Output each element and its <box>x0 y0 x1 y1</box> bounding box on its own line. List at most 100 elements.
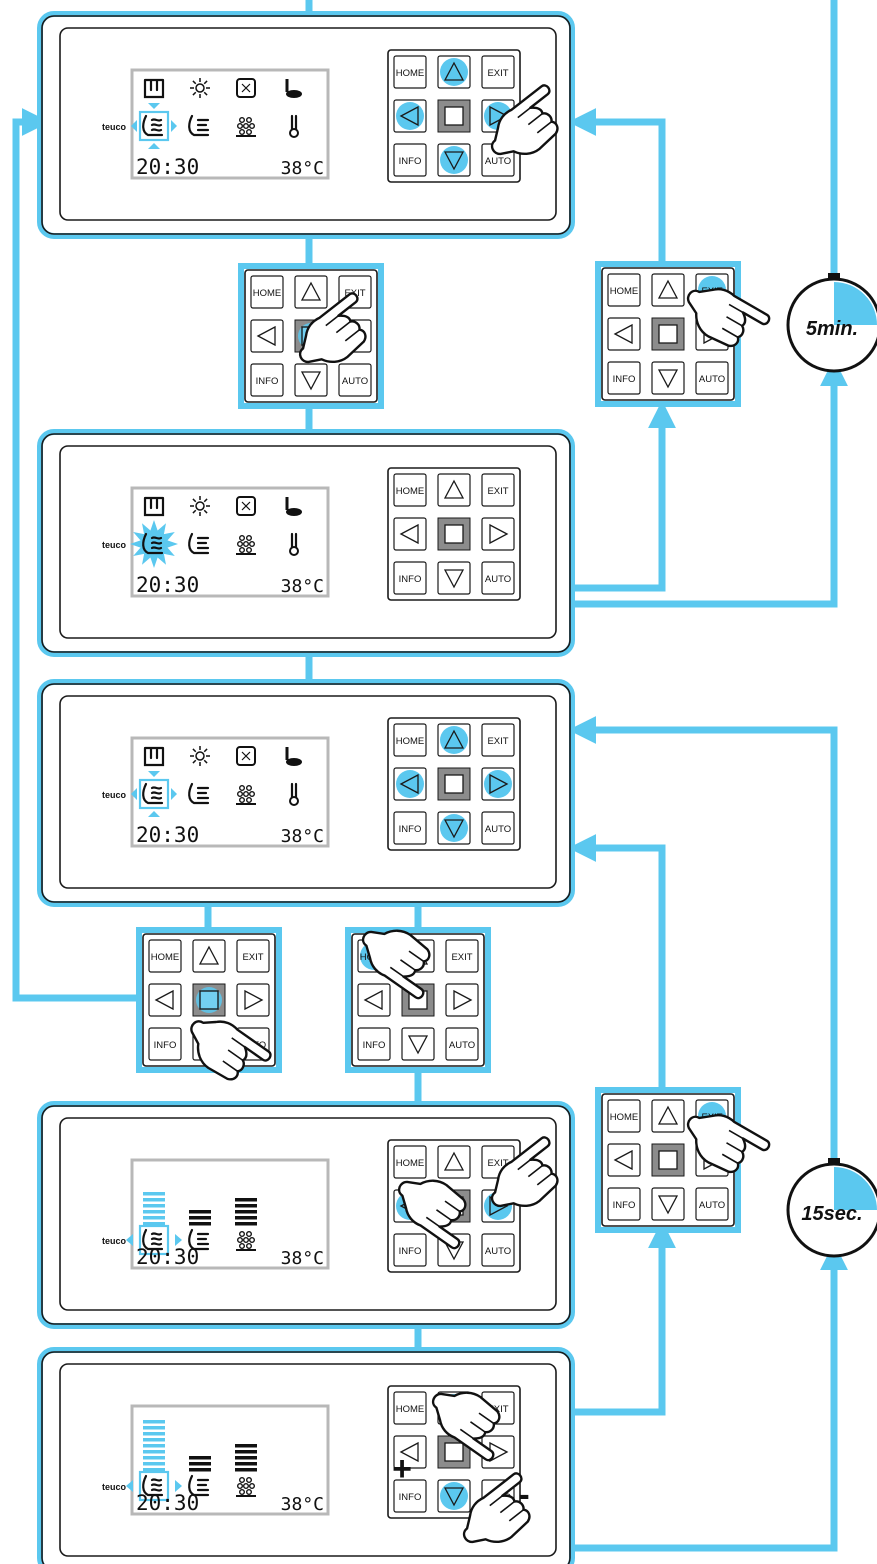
auto-button-label: AUTO <box>342 376 368 387</box>
icon-path <box>143 78 165 99</box>
icon-path <box>195 83 205 93</box>
ok-button[interactable] <box>437 517 471 551</box>
exit-button[interactable]: EXIT <box>236 939 270 973</box>
home-button[interactable]: HOME <box>607 273 641 307</box>
home-button[interactable]: HOME <box>148 939 182 973</box>
right-indicator-icon <box>171 788 177 800</box>
left-button[interactable] <box>250 319 284 353</box>
right-button[interactable] <box>445 983 479 1017</box>
pointer-hand-5 <box>361 929 431 1000</box>
down-button[interactable] <box>401 1027 435 1061</box>
ok-button[interactable] <box>437 99 471 133</box>
auto-button[interactable]: AUTO <box>338 363 372 397</box>
up-button[interactable] <box>192 939 226 973</box>
left-button[interactable] <box>393 99 427 133</box>
left-button[interactable] <box>393 1435 427 1469</box>
auto-button[interactable]: AUTO <box>445 1027 479 1061</box>
icon-path <box>290 114 298 131</box>
exit-button-face <box>481 723 515 757</box>
left-triangle-icon <box>399 523 419 545</box>
exit-button[interactable]: EXIT <box>481 473 515 507</box>
down-button[interactable] <box>437 811 471 845</box>
icon-path <box>195 751 205 761</box>
ok-button[interactable] <box>437 767 471 801</box>
home-button[interactable]: HOME <box>607 1099 641 1133</box>
icon-path <box>249 541 255 547</box>
left-button[interactable] <box>393 767 427 801</box>
icon-path <box>286 90 302 98</box>
icon-path <box>238 1230 245 1237</box>
up-button[interactable] <box>294 275 328 309</box>
info-button[interactable]: INFO <box>393 561 427 595</box>
home-button[interactable]: HOME <box>393 473 427 507</box>
exit-button[interactable]: EXIT <box>481 55 515 89</box>
down-triangle-icon <box>443 1487 465 1507</box>
left-button[interactable] <box>393 517 427 551</box>
right-button[interactable] <box>481 767 515 801</box>
down-button[interactable] <box>437 143 471 177</box>
press-highlight <box>440 58 468 86</box>
left-button[interactable] <box>607 317 641 351</box>
exit-button[interactable]: EXIT <box>445 939 479 973</box>
exit-button-label: EXIT <box>242 952 263 963</box>
left-button[interactable] <box>357 983 391 1017</box>
left-button[interactable] <box>607 1143 641 1177</box>
up-button[interactable] <box>651 273 685 307</box>
auto-button[interactable]: AUTO <box>481 811 515 845</box>
home-button[interactable]: HOME <box>393 1391 427 1425</box>
info-button[interactable]: INFO <box>357 1027 391 1061</box>
info-button[interactable]: INFO <box>393 811 427 845</box>
ok-button[interactable] <box>651 317 685 351</box>
down-button[interactable] <box>294 363 328 397</box>
home-button[interactable]: HOME <box>393 723 427 757</box>
right-button[interactable] <box>236 983 270 1017</box>
home-button[interactable]: HOME <box>250 275 284 309</box>
exit-button[interactable]: EXIT <box>481 723 515 757</box>
square-icon <box>199 990 219 1010</box>
hand-finger-lines <box>489 1495 524 1522</box>
down-button[interactable] <box>437 1479 471 1513</box>
down-button[interactable] <box>651 1187 685 1221</box>
info-button[interactable]: INFO <box>148 1027 182 1061</box>
brand-label: teuco <box>102 540 127 550</box>
info-button[interactable]: INFO <box>393 1233 427 1267</box>
timer-1: 15sec. <box>786 1158 877 1258</box>
pointer-hand-2 <box>298 292 367 364</box>
auto-button[interactable]: AUTO <box>481 1233 515 1267</box>
icon-path <box>246 534 252 541</box>
up-button[interactable] <box>437 55 471 89</box>
icon-path <box>246 1489 252 1495</box>
home-button[interactable]: HOME <box>393 55 427 89</box>
ok-button[interactable] <box>192 983 226 1017</box>
right-button[interactable] <box>481 517 515 551</box>
down-button[interactable] <box>437 561 471 595</box>
info-button[interactable]: INFO <box>393 1479 427 1513</box>
up-button[interactable] <box>437 723 471 757</box>
left-button[interactable] <box>148 983 182 1017</box>
auto-button[interactable]: AUTO <box>695 361 729 395</box>
info-button[interactable]: INFO <box>250 363 284 397</box>
ok-button[interactable] <box>651 1143 685 1177</box>
up-button[interactable] <box>437 1145 471 1179</box>
auto-button[interactable]: AUTO <box>695 1187 729 1221</box>
icon-path <box>246 1243 252 1249</box>
info-button-face <box>607 1187 641 1221</box>
info-button[interactable]: INFO <box>607 361 641 395</box>
info-button[interactable]: INFO <box>607 1187 641 1221</box>
light-icon <box>190 78 210 98</box>
right-indicator-icon <box>171 120 177 132</box>
up-button[interactable] <box>651 1099 685 1133</box>
exit-button-label: EXIT <box>487 736 508 747</box>
info-button-face <box>250 363 284 397</box>
down-button[interactable] <box>651 361 685 395</box>
auto-button[interactable]: AUTO <box>481 561 515 595</box>
home-button[interactable]: HOME <box>393 1145 427 1179</box>
temperature-readout: 38°C <box>281 576 324 597</box>
chromo-icon <box>285 497 302 516</box>
up-button[interactable] <box>437 473 471 507</box>
left-button-face <box>357 983 391 1017</box>
up-button-face <box>437 1145 471 1179</box>
info-button[interactable]: INFO <box>393 143 427 177</box>
